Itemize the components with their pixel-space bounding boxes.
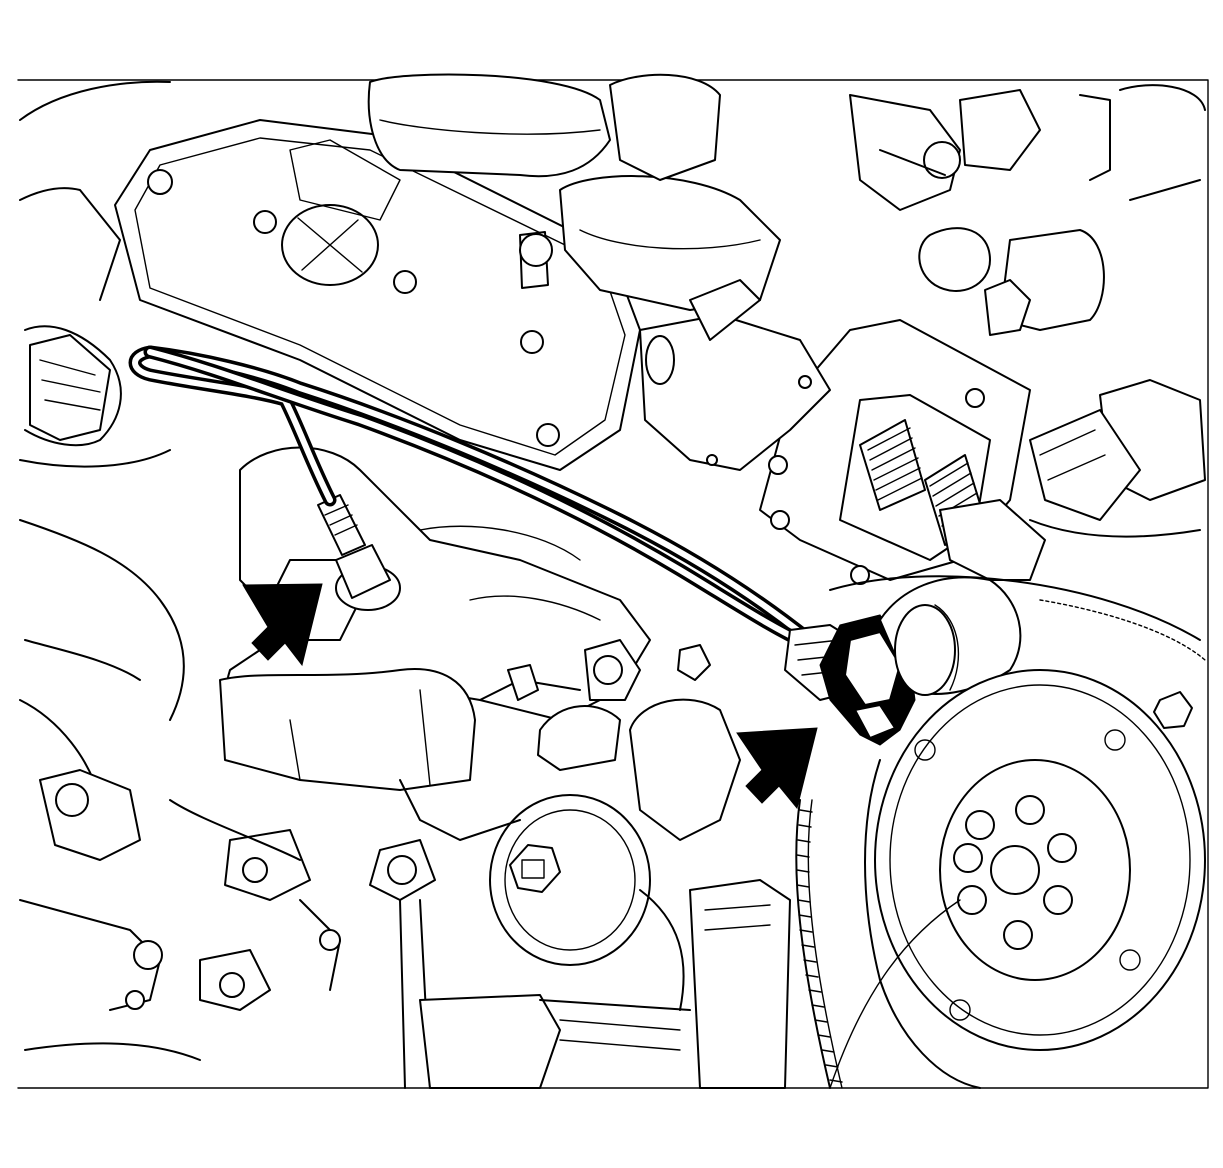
oil-filter-housing — [489, 698, 741, 1011]
arrow-icon — [736, 727, 818, 810]
oxygen-sensor — [317, 494, 401, 611]
left-engine-mount — [19, 80, 201, 1061]
module-hose — [879, 499, 1046, 696]
callout-arrows — [242, 583, 818, 810]
drawing-border — [17, 79, 1209, 1089]
coolant-hoses — [849, 84, 1206, 538]
sensor-wiring-harness — [128, 345, 817, 652]
ring-gear — [795, 799, 961, 1089]
cylinder-head-cover — [114, 73, 781, 471]
flywheel — [829, 575, 1206, 1089]
arrow-icon — [242, 583, 323, 667]
engine-block-lower — [169, 639, 791, 1089]
